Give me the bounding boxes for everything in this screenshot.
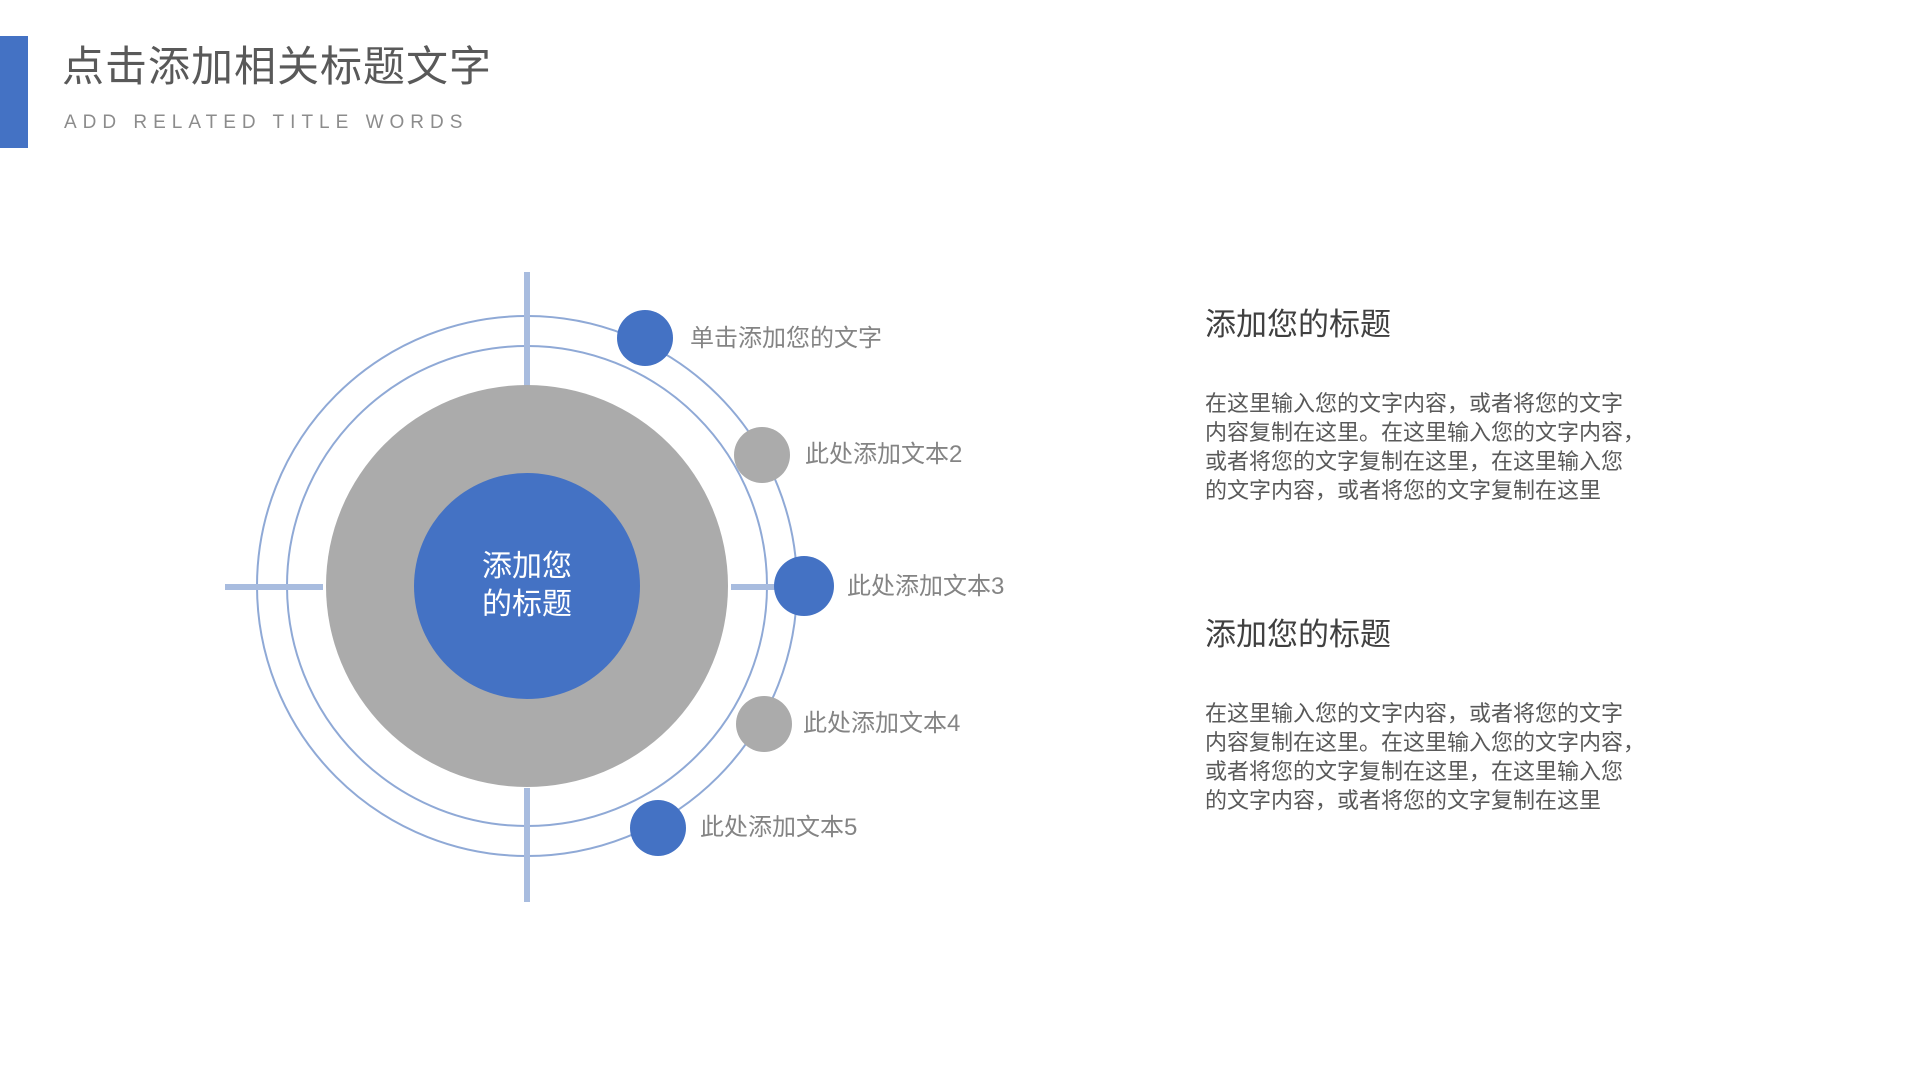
content-block-1-body: 在这里输入您的文字内容，或者将您的文字 内容复制在这里。在这里输入您的文字内容，…	[1205, 391, 1646, 503]
crosshair-line-top	[524, 272, 530, 386]
content-block-1-heading: 添加您的标题	[1205, 307, 1391, 342]
diagram-center-label: 添加您 的标题	[482, 550, 572, 621]
content-block-2-heading: 添加您的标题	[1205, 617, 1391, 652]
title-accent-bar	[0, 36, 28, 148]
diagram-center-circle: 添加您 的标题	[414, 473, 640, 699]
crosshair-line-left	[225, 584, 323, 590]
satellite-dot-2	[734, 427, 790, 483]
satellite-label-3: 此处添加文本3	[847, 573, 1005, 600]
page-subtitle: ADD RELATED TITLE WORDS	[64, 112, 469, 133]
satellite-dot-5	[630, 800, 686, 856]
satellite-dot-1	[617, 310, 673, 366]
crosshair-line-right	[731, 584, 777, 590]
crosshair-line-bottom	[524, 788, 530, 902]
satellite-label-2: 此处添加文本2	[805, 441, 963, 468]
satellite-dot-4	[736, 696, 792, 752]
page-title: 点击添加相关标题文字	[62, 43, 493, 90]
satellite-label-5: 此处添加文本5	[700, 814, 858, 841]
content-block-2-body: 在这里输入您的文字内容，或者将您的文字 内容复制在这里。在这里输入您的文字内容，…	[1205, 701, 1646, 813]
satellite-dot-3	[774, 556, 834, 616]
satellite-label-1: 单击添加您的文字	[690, 325, 882, 352]
satellite-label-4: 此处添加文本4	[803, 710, 961, 737]
